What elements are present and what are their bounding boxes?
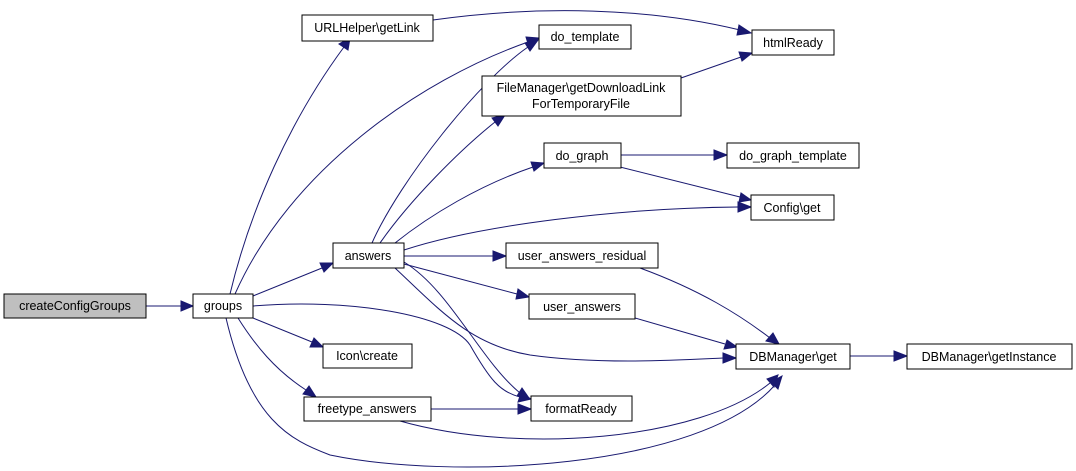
edge-groups-icon-create: [252, 317, 325, 348]
edge-answers-do-template: [371, 39, 540, 244]
edge-answers-user-answers: [403, 263, 531, 300]
node-label: do_graph: [556, 149, 609, 163]
node-dbmanager-get[interactable]: DBManager\get: [735, 343, 851, 370]
node-dbmanager-getinstance[interactable]: DBManager\getInstance: [906, 343, 1073, 370]
node-label: Config\get: [764, 201, 822, 215]
node-label: user_answers: [543, 300, 621, 314]
node-label: answers: [345, 249, 392, 263]
node-createconfiggroups[interactable]: createConfigGroups: [3, 293, 147, 319]
node-label: createConfigGroups: [19, 299, 131, 313]
edge-urlhelper-htmlready: [432, 10, 753, 36]
node-label: Icon\create: [336, 349, 398, 363]
node-htmlready[interactable]: htmlReady: [751, 29, 835, 56]
node-user-answers[interactable]: user_answers: [528, 293, 636, 320]
edge-user-answers-dbmanager-get: [634, 317, 739, 350]
node-icon-create[interactable]: Icon\create: [322, 343, 413, 369]
node-do-graph[interactable]: do_graph: [543, 142, 622, 169]
node-label: user_answers_residual: [518, 249, 647, 263]
node-formatready[interactable]: formatReady: [530, 395, 633, 422]
edge-dbmanager-get-getinstance: [850, 350, 909, 362]
edge-answers-do-graph: [394, 161, 546, 244]
edge-do-graph-config-get: [611, 164, 753, 203]
node-freetype-answers[interactable]: freetype_answers: [303, 396, 432, 422]
node-label: URLHelper\getLink: [314, 21, 420, 35]
node-label: DBManager\getInstance: [922, 350, 1057, 364]
node-label: groups: [204, 299, 242, 313]
node-label: ForTemporaryFile: [532, 97, 630, 111]
edge-answers-dbmanager-get: [394, 267, 738, 364]
node-label: do_graph_template: [739, 149, 847, 163]
node-filemanager-getdownloadlink[interactable]: FileManager\getDownloadLink ForTemporary…: [481, 75, 682, 117]
node-label: freetype_answers: [318, 402, 417, 416]
node-config-get[interactable]: Config\get: [750, 194, 835, 221]
node-urlhelper-getlink[interactable]: URLHelper\getLink: [301, 14, 434, 42]
node-label: FileManager\getDownloadLink: [497, 81, 667, 95]
edge-freetype-answers-formatready: [431, 403, 533, 415]
edge-filemanager-htmlready: [680, 51, 754, 79]
edge-user-answers-residual-dbmanager-get: [639, 267, 780, 345]
edge-answers-user-answers-residual: [404, 250, 508, 262]
node-do-template[interactable]: do_template: [538, 24, 632, 50]
edge-groups-urlhelper-getlink: [229, 37, 351, 295]
node-label: do_template: [551, 30, 620, 44]
edge-createconfiggroups-groups: [146, 300, 195, 312]
node-do-graph-template[interactable]: do_graph_template: [726, 142, 860, 169]
node-answers[interactable]: answers: [332, 242, 405, 269]
edge-freetype-answers-dbmanager-get: [399, 374, 779, 440]
edge-groups-freetype-answers: [237, 317, 318, 398]
node-groups[interactable]: groups: [192, 293, 254, 319]
node-label: DBManager\get: [749, 350, 837, 364]
node-label: formatReady: [545, 402, 617, 416]
node-user-answers-residual[interactable]: user_answers_residual: [505, 242, 659, 269]
node-label: htmlReady: [763, 36, 823, 50]
edge-answers-formatready: [403, 261, 531, 399]
edge-do-graph-do-graph-template: [621, 149, 729, 161]
edge-groups-answers: [252, 262, 335, 297]
edge-answers-config-get: [403, 201, 753, 251]
